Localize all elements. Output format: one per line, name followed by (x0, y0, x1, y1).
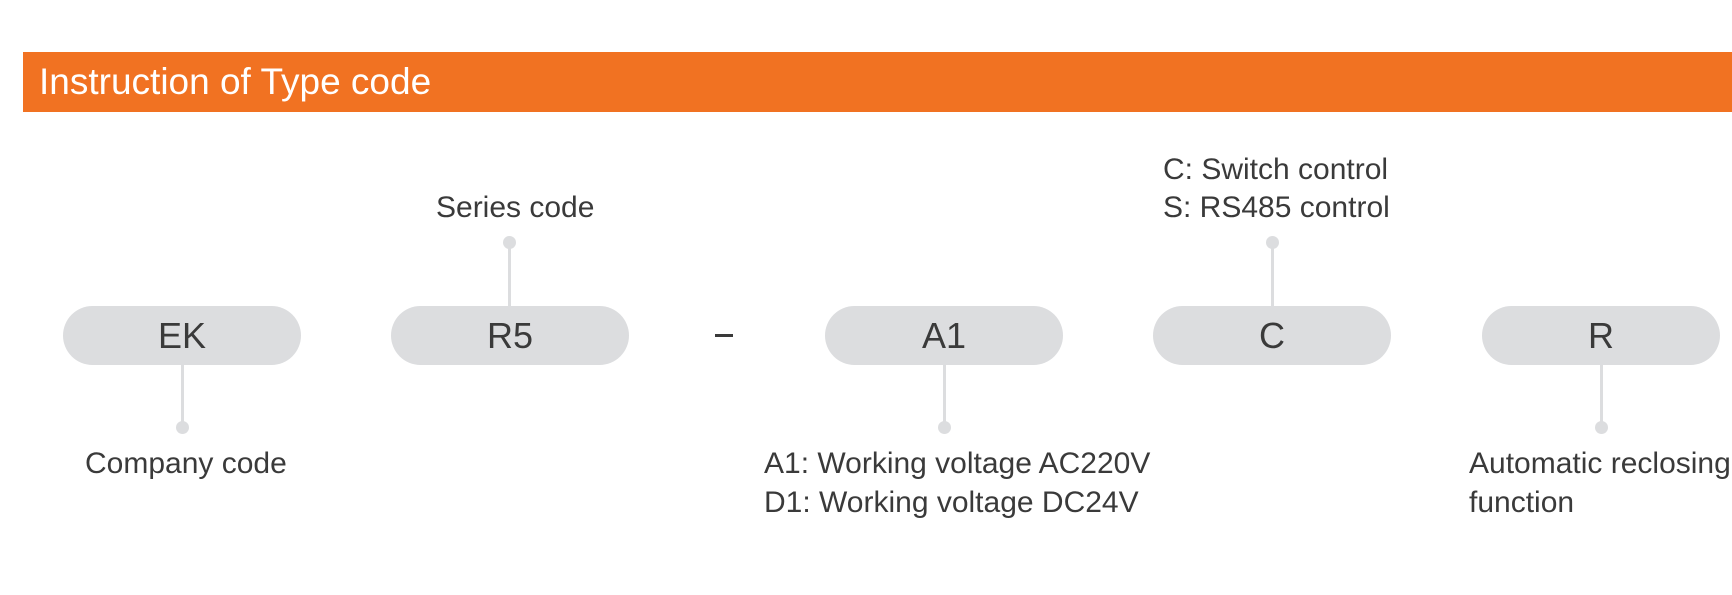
label-auto-reclosing: Automatic reclosing (1469, 447, 1731, 480)
page-title: Instruction of Type code (39, 61, 432, 102)
code-pill-r5: R5 (391, 306, 629, 365)
label-d1-voltage-dc: D1: Working voltage DC24V (764, 486, 1139, 519)
label-rs485-control: S: RS485 control (1163, 191, 1390, 224)
connector-dot-ek (176, 421, 189, 434)
label-function: function (1469, 486, 1575, 519)
connector-dot-a1 (938, 421, 951, 434)
connector-line-a1 (943, 365, 946, 427)
code-pill-ek: EK (63, 306, 301, 365)
connector-line-ek (181, 365, 184, 427)
label-switch-control: C: Switch control (1163, 153, 1389, 186)
connector-line-r (1600, 365, 1603, 427)
code-pill-c: C (1153, 306, 1391, 365)
code-pill-a1: A1 (825, 306, 1063, 365)
header-bar: Instruction of Type code (23, 52, 1732, 112)
connector-dot-r (1595, 421, 1608, 434)
code-pill-r: R (1482, 306, 1720, 365)
label-series-code: Series code (436, 191, 595, 224)
label-a1-voltage-ac: A1: Working voltage AC220V (764, 447, 1151, 480)
separator-dash (715, 334, 733, 337)
connector-line-c (1271, 242, 1274, 306)
connector-line-r5 (508, 242, 511, 306)
label-company-code: Company code (85, 447, 287, 480)
